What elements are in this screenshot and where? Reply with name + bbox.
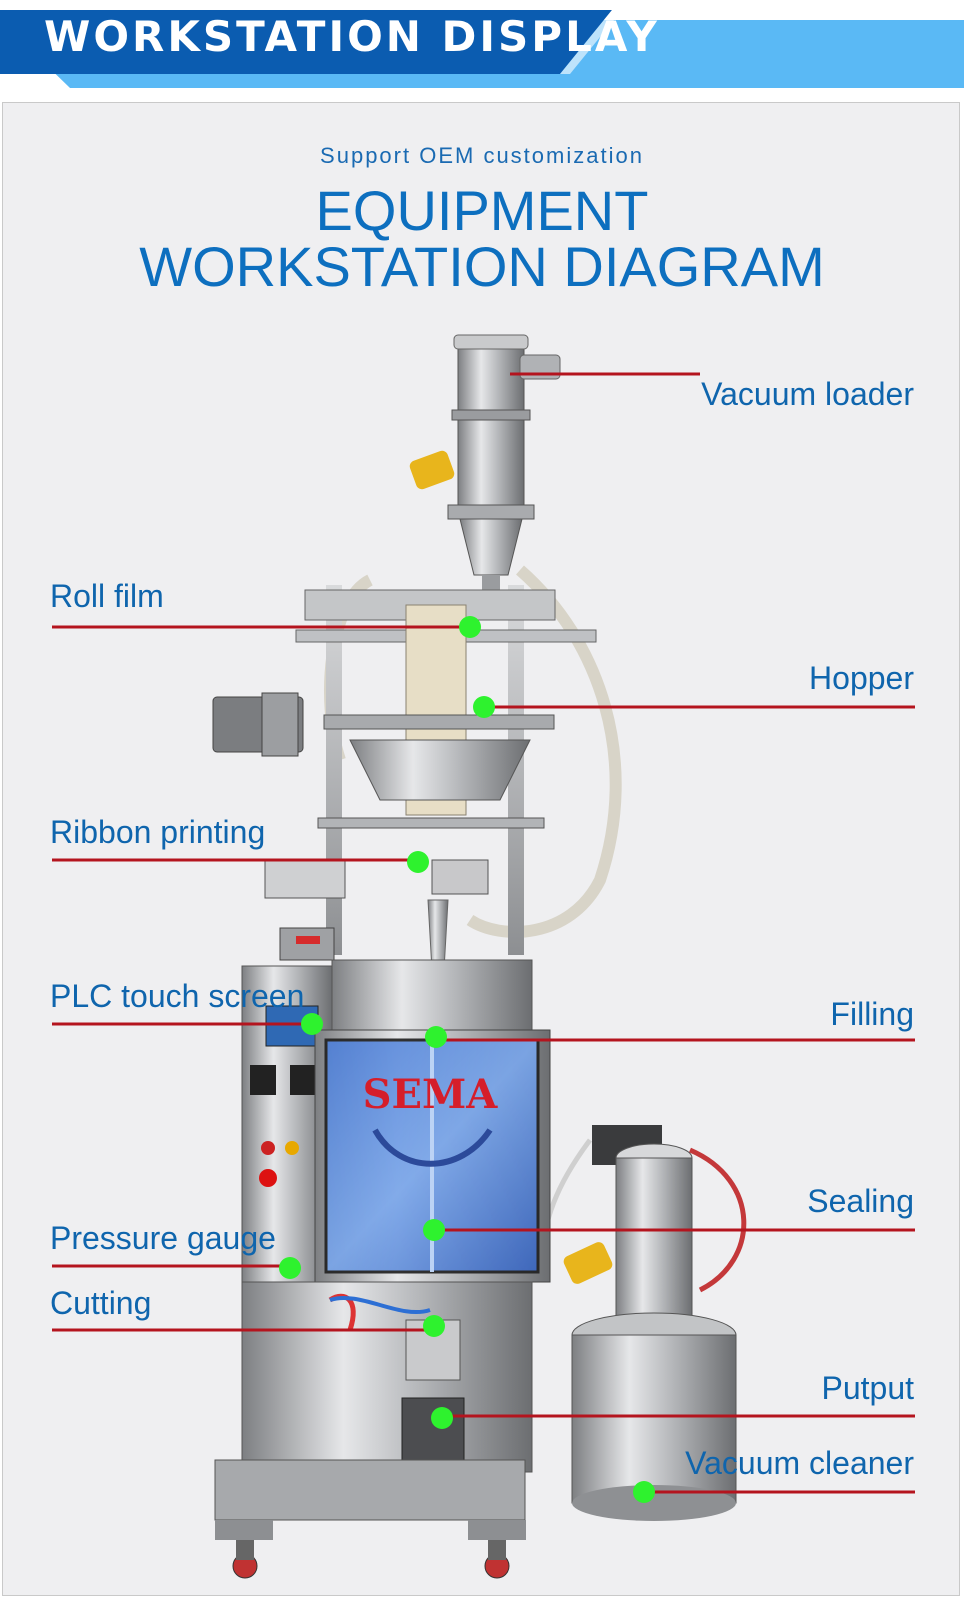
page-title-line2: WORKSTATION DIAGRAM: [139, 235, 825, 298]
label-vacuum-cleaner: Vacuum cleaner: [685, 1445, 914, 1481]
label-roll-film: Roll film: [50, 578, 164, 614]
banner-title: WORKSTATION DISPLAY: [44, 12, 660, 61]
banner-shapes: [0, 10, 964, 88]
label-cutting: Cutting: [50, 1285, 152, 1321]
machine-logo: SEMA: [363, 1071, 499, 1118]
callout-dots: [279, 616, 655, 1503]
header-banner: WORKSTATION DISPLAY: [0, 0, 964, 100]
label-hopper: Hopper: [809, 660, 914, 696]
callout-lines: [52, 372, 915, 1494]
label-sealing: Sealing: [807, 1183, 914, 1219]
vacuum-cleaner-unit: [563, 1125, 737, 1521]
page-title-line1: EQUIPMENT: [315, 179, 649, 242]
label-plc-touch-screen: PLC touch screen: [50, 978, 305, 1014]
subtitle: Support OEM customization: [320, 143, 644, 168]
label-ribbon-printing: Ribbon printing: [50, 814, 266, 850]
vacuum-loader-unit: [409, 334, 561, 597]
label-filling: Filling: [830, 996, 914, 1032]
label-putput: Putput: [821, 1370, 914, 1406]
film-roll-frame: [212, 585, 597, 1041]
label-vacuum-loader: Vacuum loader: [701, 376, 914, 412]
label-pressure-gauge: Pressure gauge: [50, 1220, 276, 1256]
lower-body: [214, 1281, 533, 1579]
